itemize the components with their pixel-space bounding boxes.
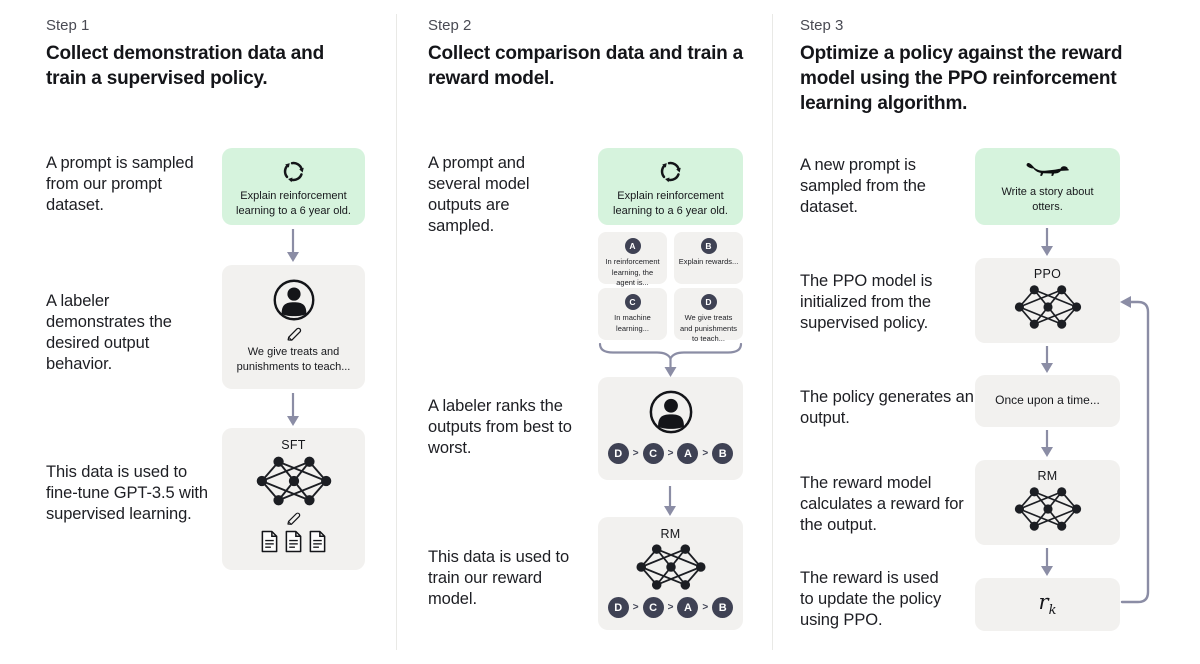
rank-badge: A (677, 443, 699, 464)
answer-letter-badge: C (624, 294, 641, 310)
rm-label: RM (1037, 469, 1058, 483)
rank-separator: > (632, 448, 639, 459)
reward-value: rk (1038, 590, 1057, 619)
step2-caption-prompt: A prompt and several model outputs are s… (428, 154, 530, 236)
neural-network-icon (254, 454, 334, 508)
ranking-row: D > C > A > B (607, 597, 734, 618)
rank-badge: B (712, 597, 734, 618)
rank-badge: C (642, 597, 664, 618)
answer-letter-badge: B (700, 238, 717, 254)
rank-badge: D (607, 443, 629, 464)
step1-labeler-box-text: We give treats and punishments to teach.… (236, 346, 351, 373)
column-divider (772, 14, 773, 650)
answer-text: We give treats and punishments to teach.… (679, 313, 738, 343)
document-icon (308, 530, 327, 553)
rank-separator: > (702, 602, 709, 613)
answer-box-a: A In reinforcement learning, the agent i… (598, 232, 667, 287)
rank-separator: > (667, 448, 674, 459)
step1-heading: Collect demonstration data and train a s… (46, 43, 324, 89)
step1-labeler-box: We give treats and punishments to teach.… (222, 265, 365, 389)
neural-network-icon (1012, 283, 1084, 331)
sample-cycle-icon (279, 157, 308, 186)
step3-output-box-text: Once upon a time... (995, 393, 1100, 408)
step2-caption-train: This data is used to train our reward mo… (428, 548, 570, 609)
step2-heading: Collect comparison data and train a rewa… (428, 43, 744, 89)
flow-arrow-down (1041, 430, 1053, 457)
rank-badge: D (607, 597, 629, 618)
step2-prompt-box: Explain reinforcement learning to a 6 ye… (598, 148, 743, 225)
answer-box-c: C In machine learning... (598, 288, 667, 340)
answer-text: In reinforcement learning, the agent is.… (605, 257, 660, 287)
feedback-loop-arrow (1120, 296, 1150, 604)
pencil-icon (285, 325, 303, 343)
step3-output-box: Once upon a time... (975, 375, 1120, 427)
step3-reward-box: rk (975, 578, 1120, 631)
documents-row (260, 530, 327, 553)
step3-caption-reward: The reward model calculates a reward for… (800, 474, 964, 535)
step3-caption-output: The policy generates an output. (800, 388, 974, 428)
rank-badge: C (642, 443, 664, 464)
ppo-label: PPO (1033, 267, 1062, 281)
labeler-person-icon (648, 389, 694, 435)
step1-caption-labeler: A labeler demonstrates the desired outpu… (46, 292, 172, 374)
document-icon (260, 530, 279, 553)
step3-heading: Optimize a policy against the reward mod… (800, 43, 1123, 114)
step1-prompt-box-text: Explain reinforcement learning to a 6 ye… (236, 190, 351, 217)
step1-label: Step 1 (46, 17, 90, 34)
rm-label: RM (660, 527, 681, 541)
step1-prompt-box: Explain reinforcement learning to a 6 ye… (222, 148, 365, 225)
brace-connector-arrow (598, 343, 743, 377)
answer-text: In machine learning... (614, 313, 651, 333)
step1-sft-model-box: SFT (222, 428, 365, 570)
flow-arrow-down (287, 229, 299, 262)
labeler-person-icon (272, 278, 316, 322)
answer-text: Explain rewards... (678, 257, 739, 266)
step3-caption-update: The reward is used to update the policy … (800, 569, 942, 630)
step2-caption-labeler: A labeler ranks the outputs from best to… (428, 397, 572, 458)
rank-separator: > (702, 448, 709, 459)
flow-arrow-down (287, 393, 299, 426)
otter-icon (1025, 160, 1071, 181)
neural-network-icon (634, 542, 708, 592)
flow-arrow-down (664, 486, 676, 516)
step3-label: Step 3 (800, 17, 844, 34)
step1-caption-train: This data is used to fine-tune GPT-3.5 w… (46, 463, 208, 524)
step2-labeler-box: D > C > A > B (598, 377, 743, 480)
rank-separator: > (632, 602, 639, 613)
step1-caption-prompt: A prompt is sampled from our prompt data… (46, 154, 194, 215)
ranking-row: D > C > A > B (607, 443, 734, 464)
rank-separator: > (667, 602, 674, 613)
step2-prompt-box-text: Explain reinforcement learning to a 6 ye… (613, 190, 728, 217)
step2-label: Step 2 (428, 17, 472, 34)
answer-box-d: D We give treats and punishments to teac… (674, 288, 743, 343)
column-divider (396, 14, 397, 650)
rank-badge: A (677, 597, 699, 618)
flow-arrow-down (1041, 228, 1053, 256)
step3-caption-prompt: A new prompt is sampled from the dataset… (800, 156, 926, 217)
answer-box-b: B Explain rewards... (674, 232, 743, 284)
document-icon (284, 530, 303, 553)
step3-rm-model-box: RM (975, 460, 1120, 545)
answer-letter-badge: A (624, 238, 641, 254)
neural-network-icon (1012, 485, 1084, 533)
step2-rm-model-box: RM D > C > A > B (598, 517, 743, 630)
answer-letter-badge: D (700, 294, 717, 310)
rank-badge: B (712, 443, 734, 464)
step3-prompt-box: Write a story about otters. (975, 148, 1120, 225)
sft-label: SFT (281, 438, 306, 452)
sample-cycle-icon (656, 157, 685, 186)
step3-ppo-model-box: PPO (975, 258, 1120, 343)
flow-arrow-down (1041, 346, 1053, 373)
step3-prompt-box-text: Write a story about otters. (1001, 186, 1094, 213)
pencil-icon (285, 510, 302, 527)
step3-caption-ppo: The PPO model is initialized from the su… (800, 272, 933, 333)
flow-arrow-down (1041, 548, 1053, 576)
